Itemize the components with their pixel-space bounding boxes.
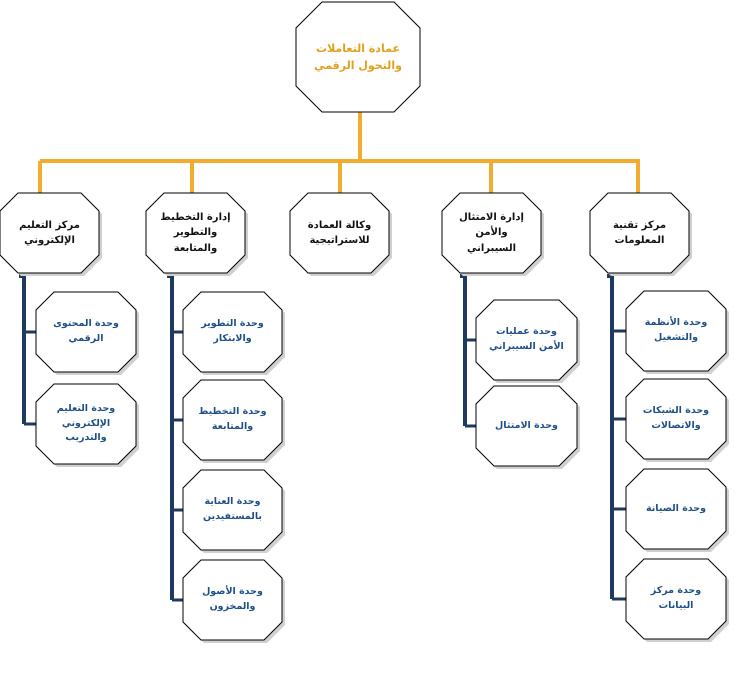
unit-shape [182,379,285,463]
root-shape [295,1,421,113]
unit-shape [182,559,285,643]
unit-node: وحدة التعليم الإلكتروني والتدريب [35,383,139,467]
department-node-label: مركز التعليم الإلكتروني [19,219,80,247]
dept-shape [0,192,102,276]
unit-node-label: وحدة المحتوى الرقمي [53,318,119,344]
dept-shape [441,192,544,276]
unit-node: وحدة مركز البيانات [625,558,729,642]
unit-node: وحدة العناية بالمستفيدين [182,469,285,553]
unit-shape [182,291,285,375]
unit-shape [475,385,580,469]
department-node: إدارة الامتثال والأمن السيبراني [441,192,544,276]
unit-shape [625,290,729,374]
unit-node-label: وحدة التخطيط والمتابعة [198,406,267,432]
unit-node-label: وحدة عمليات الأمن السيبراني [489,326,564,352]
unit-node: وحدة الأنظمة والتشغيل [625,290,729,374]
dept-shape [589,192,692,276]
unit-node-label: وحدة الامتثال [495,419,558,431]
unit-node: وحدة الصيانة [625,468,729,552]
unit-node: وحدة التطوير والابتكار [182,291,285,375]
unit-node-label: وحدة العناية بالمستفيدين [203,496,262,522]
department-node-label: إدارة التخطيط والتطوير والمتابعة [160,211,231,254]
unit-shape [35,291,139,375]
unit-node-label: وحدة التعليم الإلكتروني والتدريب [56,402,116,444]
unit-shape [35,383,139,467]
unit-node-label: وحدة مركز البيانات [650,585,702,611]
unit-node: وحدة الشبكات والاتصالات [625,378,729,462]
dept-shape [289,192,392,276]
unit-shape [625,558,729,642]
department-node-label: مركز تقنية المعلومات [612,219,667,247]
unit-node-label: وحدة الأصول والمخزون [202,586,263,612]
unit-node: وحدة التخطيط والمتابعة [182,379,285,463]
unit-node: وحدة الامتثال [475,385,580,469]
department-node-label: وكالة العمادة للاستراتيجية [307,219,372,247]
unit-node-label: وحدة الصيانة [645,502,707,514]
department-node: وكالة العمادة للاستراتيجية [289,192,392,276]
department-node-label: إدارة الامتثال والأمن السيبراني [459,211,524,254]
unit-shape [625,378,729,462]
department-node: مركز التعليم الإلكتروني [0,192,102,276]
unit-shape [475,299,580,383]
unit-node-label: وحدة الشبكات والاتصالات [642,405,710,431]
root-node-label: عمادة التعاملات والتحول الرقمي [314,41,402,72]
unit-shape [182,469,285,553]
dept-shape [145,192,248,276]
root-node: عمادة التعاملات والتحول الرقمي [295,1,421,113]
unit-node: وحدة الأصول والمخزون [182,559,285,643]
department-node: إدارة التخطيط والتطوير والمتابعة [145,192,248,276]
unit-node: وحدة عمليات الأمن السيبراني [475,299,580,383]
unit-node-label: وحدة الأنظمة والتشغيل [644,317,708,343]
department-node: مركز تقنية المعلومات [589,192,692,276]
unit-node-label: وحدة التطوير والابتكار [201,318,264,344]
unit-node: وحدة المحتوى الرقمي [35,291,139,375]
unit-shape [625,468,729,552]
